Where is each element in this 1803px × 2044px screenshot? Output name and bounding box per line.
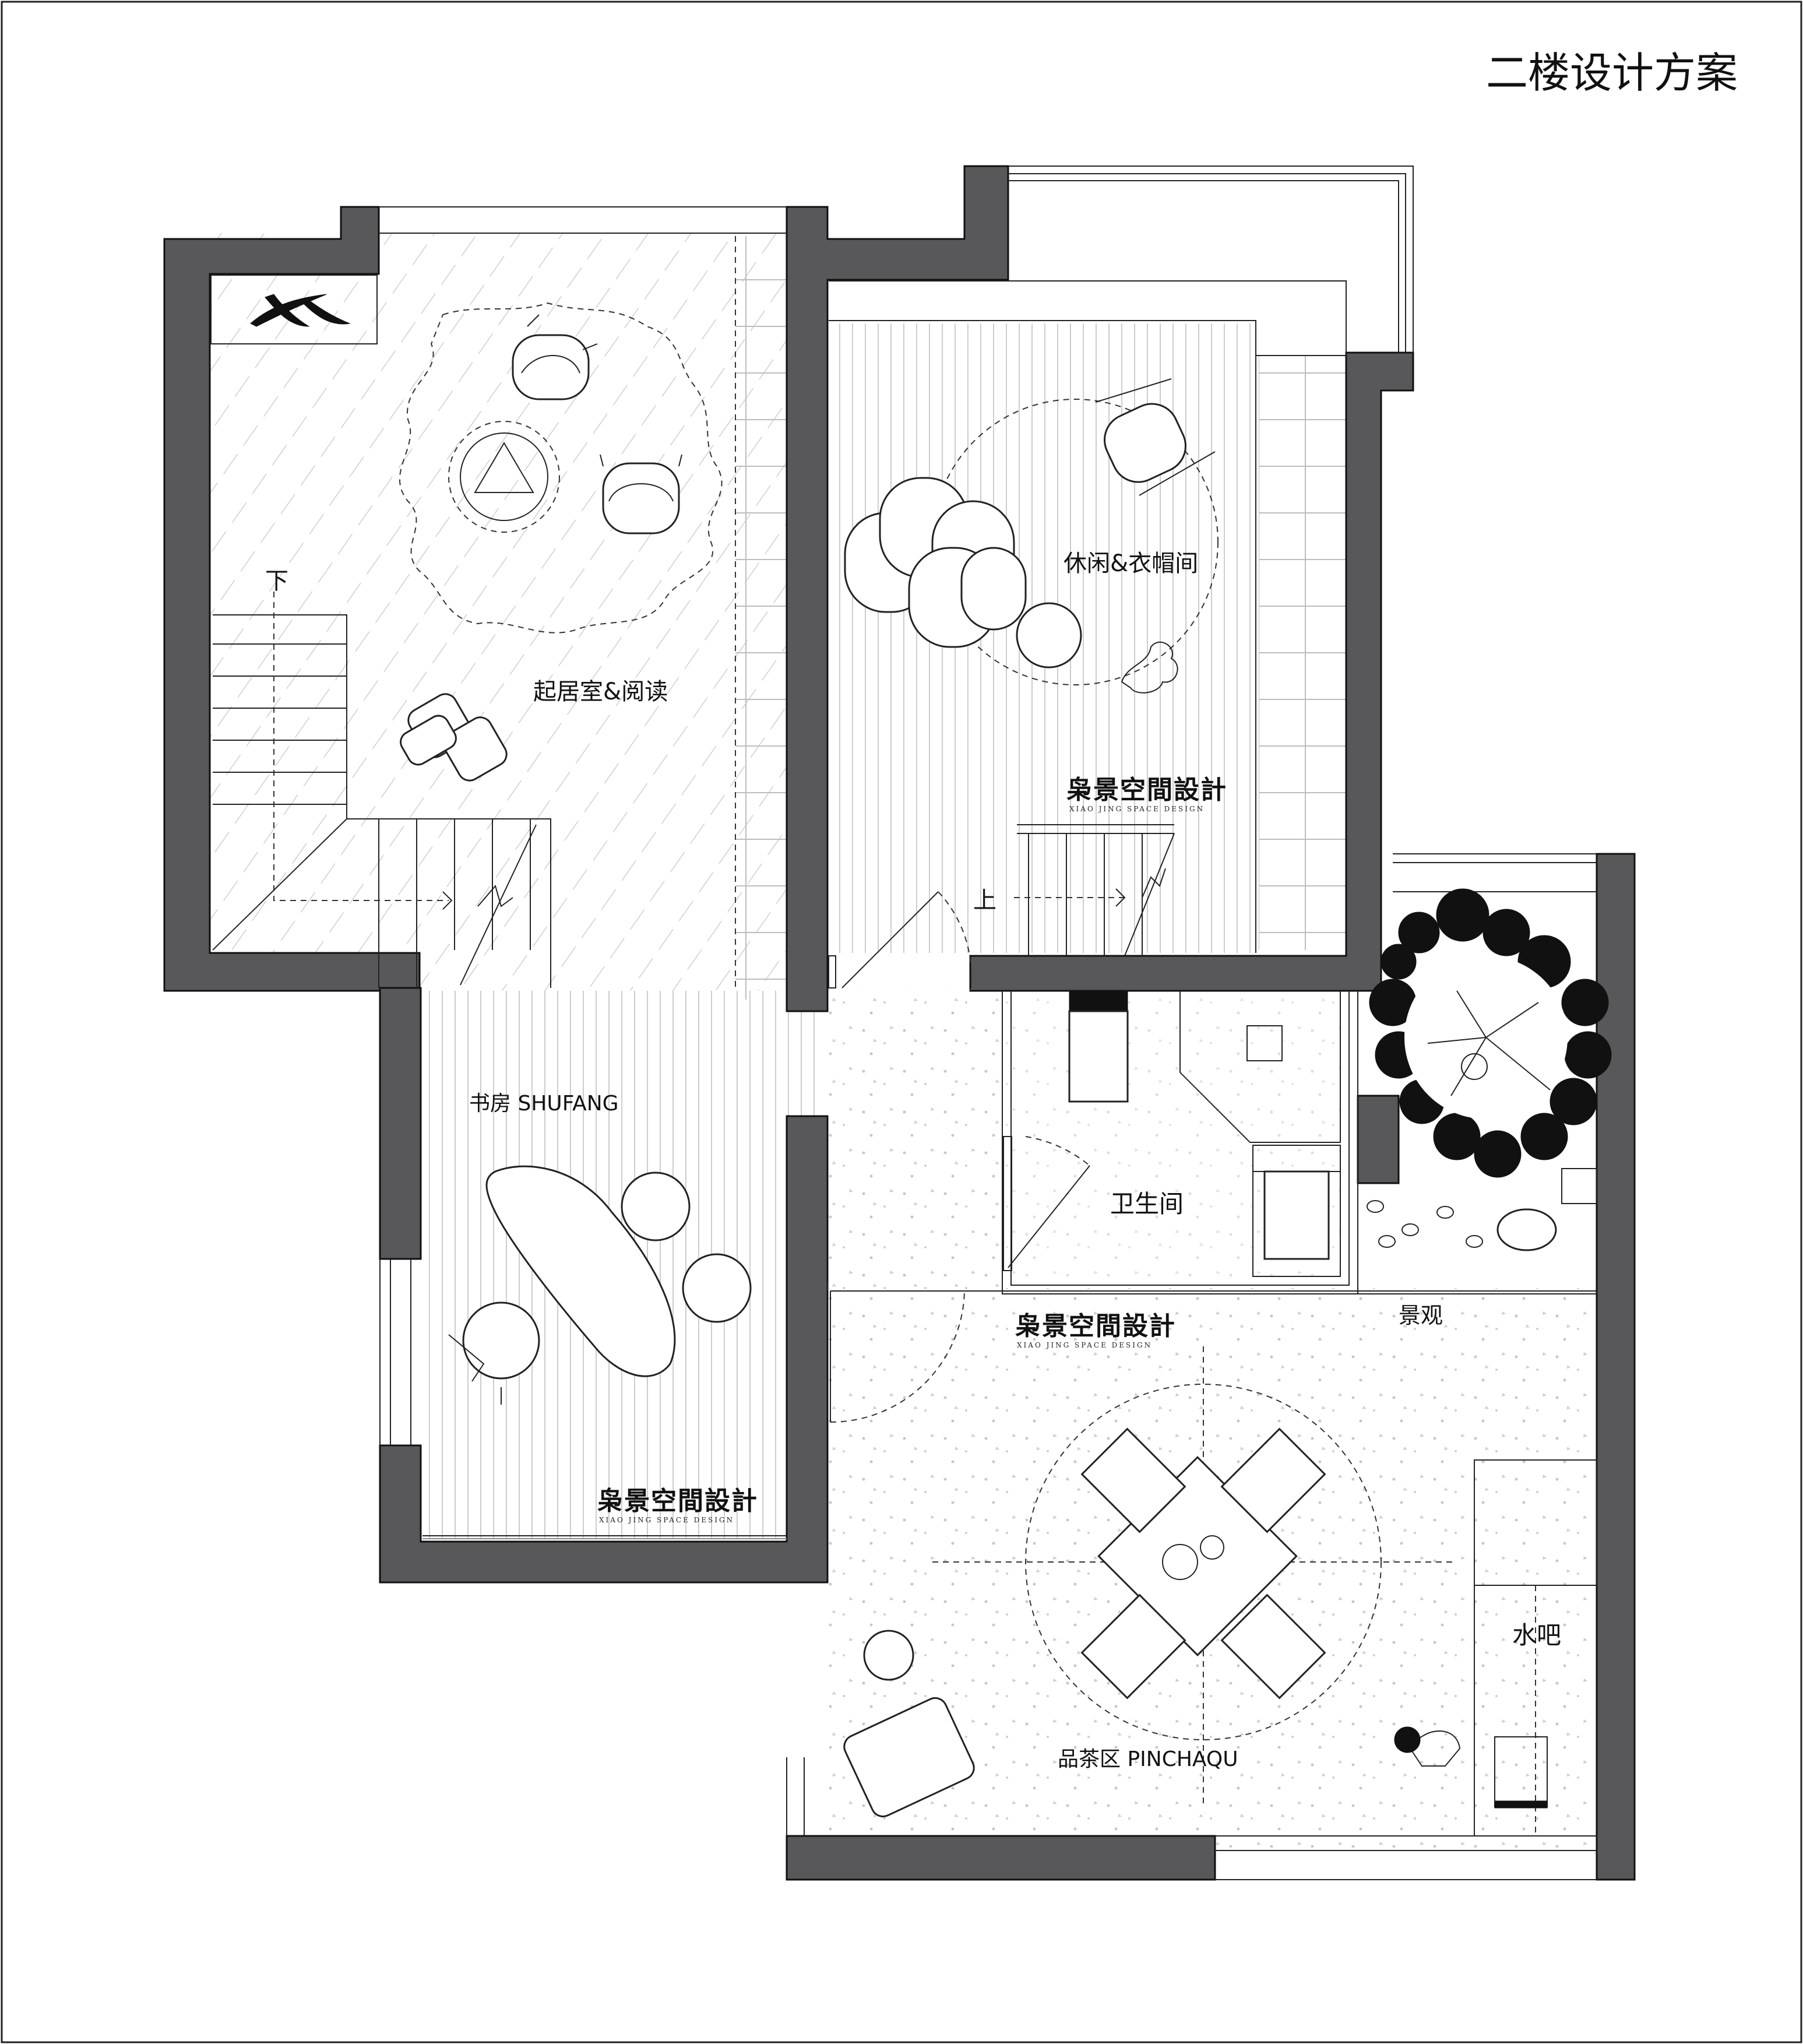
room-label-living: 起居室&阅读 <box>533 678 668 705</box>
round-table-living <box>448 421 560 533</box>
watermark-sub: XIAO JING SPACE DESIGN <box>1069 805 1205 813</box>
lounge-chair <box>1095 378 1216 496</box>
lounge-rug <box>932 399 1219 685</box>
landscape-stones <box>1367 1200 1557 1251</box>
bath-fixtures <box>1068 990 1341 1277</box>
lounge-plant <box>1121 641 1178 694</box>
room-label-bathroom: 卫生间 <box>1110 1190 1184 1218</box>
room-lines <box>210 236 1597 1836</box>
watermark-name: 枭景空間設計 <box>1066 775 1227 805</box>
watermark-sub: XIAO JING SPACE DESIGN <box>599 1516 734 1524</box>
room-label-landscape: 景观 <box>1399 1303 1443 1328</box>
walls <box>163 165 1636 1881</box>
tea-chairs <box>1080 1427 1326 1700</box>
watermark-1: 枭景空間設計 XIAO JING SPACE DESIGN <box>1066 775 1227 813</box>
watermark-sub: XIAO JING SPACE DESIGN <box>1017 1341 1152 1349</box>
room-label-water-bar: 水吧 <box>1512 1621 1561 1649</box>
plan-title: 二楼设计方案 <box>1486 48 1738 97</box>
tea-side-items <box>843 1630 1548 1818</box>
watermark-2: 枭景空間設計 XIAO JING SPACE DESIGN <box>1015 1311 1176 1349</box>
stairs-down: 下 <box>212 568 551 988</box>
room-label-study: 书房 SHUFANG <box>469 1092 619 1116</box>
watermark-name: 枭景空間設計 <box>1015 1311 1176 1341</box>
watermark-name: 枭景空間設計 <box>597 1486 758 1516</box>
study-stools <box>448 1171 752 1405</box>
chair-living-2 <box>600 454 682 534</box>
stairs-up: 上 <box>973 824 1175 956</box>
chair-living-1 <box>512 314 598 400</box>
window-frames <box>379 166 1597 1880</box>
study-desk <box>485 1165 676 1377</box>
room-label-tea: 品茶区 PINCHAQU <box>1058 1747 1238 1771</box>
lounge-pouf <box>1016 602 1082 669</box>
room-label-lounge: 休闲&衣帽间 <box>1064 550 1198 577</box>
lounge-sofa <box>844 477 1027 648</box>
watermark-3: 枭景空間設計 XIAO JING SPACE DESIGN <box>597 1486 758 1524</box>
rug-organic <box>399 302 723 634</box>
stairs-down-label: 下 <box>265 568 288 594</box>
landscape-tree <box>1369 888 1612 1178</box>
living-logo-mark <box>250 294 351 327</box>
side-table-living <box>400 693 508 782</box>
stairs-up-label: 上 <box>973 887 996 914</box>
doors <box>828 891 1090 1423</box>
